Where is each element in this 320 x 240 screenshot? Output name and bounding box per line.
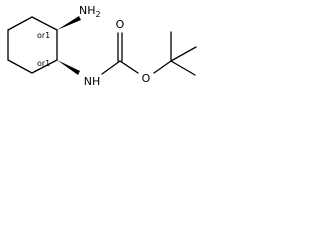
amine-symbol: NH <box>79 4 96 17</box>
stereo-label-lower: or1 <box>37 59 50 68</box>
carbamate-nitrogen-label: NH <box>84 75 101 88</box>
carbonyl-oxygen-label: O <box>116 18 125 31</box>
ring-bond <box>7 59 33 74</box>
cyclohexane-ring <box>7 16 58 74</box>
ether-oxygen-label: O <box>142 72 151 85</box>
amine-h-count: 2 <box>96 10 101 19</box>
bond-carbonyl-ether-oxygen <box>119 60 139 74</box>
ring-bond <box>31 59 58 74</box>
bond-oxygen-tert-butyl <box>153 60 172 74</box>
amine-label: NH2 <box>79 4 101 19</box>
methyl-bond <box>170 46 197 62</box>
wedge-bond-to-amine <box>57 16 81 30</box>
bond-nitrogen-carbonyl <box>101 60 121 75</box>
ring-bond <box>31 16 58 31</box>
ring-bond <box>7 16 33 31</box>
tert-butyl-group <box>170 31 197 76</box>
stereo-label-upper: or1 <box>37 31 50 40</box>
methyl-bond <box>170 60 196 76</box>
wedge-bond-to-carbamate-nitrogen <box>57 60 80 75</box>
chemical-structure: or1 or1 NH2 NH O O <box>7 4 197 88</box>
